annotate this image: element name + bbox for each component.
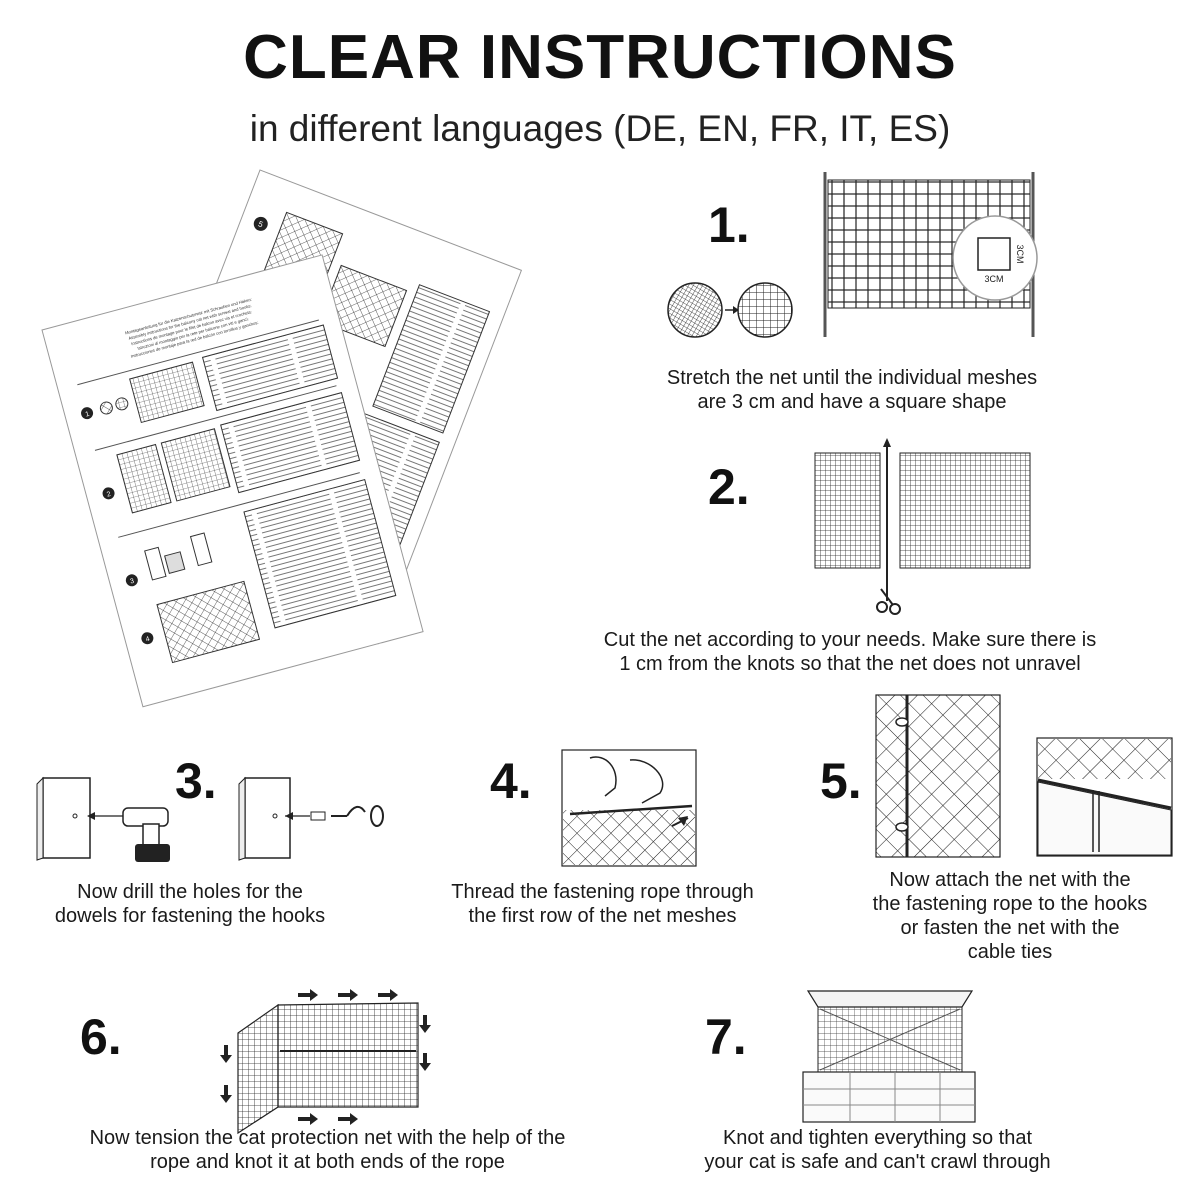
- step-7-balcony-illustration: [802, 990, 976, 1123]
- step-7-caption: Knot and tighten everything so that your…: [704, 1127, 1051, 1173]
- step-5-number: 5.: [820, 753, 862, 809]
- step-4-number: 4.: [490, 753, 532, 809]
- step-6-tension-net-illustration: [220, 989, 431, 1135]
- page-title: CLEAR INSTRUCTIONS: [243, 23, 957, 92]
- step-3-number: 3.: [175, 753, 217, 809]
- step-6-number: 6.: [80, 1009, 122, 1065]
- step-4-thread-rope-illustration: [561, 749, 697, 867]
- svg-text:2: 2: [106, 491, 112, 499]
- step-1-mesh-circles: [667, 282, 793, 338]
- svg-text:4: 4: [145, 636, 151, 644]
- step-3-caption: Now drill the holes for the dowels for f…: [54, 881, 326, 927]
- step-1-stretched-net: 3CM 3CM: [823, 172, 1038, 337]
- scissors-icon: [876, 583, 901, 615]
- step-4-caption: Thread the fastening rope through the fi…: [451, 881, 754, 927]
- hook-icon: [331, 805, 384, 827]
- step-5-attach-hooks-illustration: [875, 694, 1173, 858]
- step-7-number: 7.: [705, 1009, 747, 1065]
- step-2-cut-net: [814, 438, 1031, 615]
- step-3-drill-illustration: [36, 776, 384, 862]
- step-6-caption: Now tension the cat protection net with …: [89, 1127, 566, 1173]
- step-1-number: 1.: [708, 197, 750, 253]
- step-1-width-label: 3CM: [984, 274, 1003, 284]
- back-sheet-badge: 5: [257, 219, 265, 229]
- step-5-caption: Now attach the net with the the fastenin…: [872, 869, 1148, 963]
- svg-text:3: 3: [129, 578, 135, 586]
- svg-text:1: 1: [85, 411, 91, 419]
- hands-icon: [589, 756, 664, 804]
- step-1-caption: Stretch the net until the individual mes…: [666, 367, 1038, 413]
- step-2-caption: Cut the net according to your needs. Mak…: [603, 629, 1097, 675]
- front-sheet: Montageanleitung für die Katzenschutznet…: [41, 254, 424, 708]
- drill-icon: [122, 807, 170, 862]
- step-2-number: 2.: [708, 459, 750, 515]
- instruction-sheets-illustration: 5 Montageanleitung für die Katzenschutzn…: [41, 169, 523, 708]
- step-1-height-label: 3CM: [1015, 244, 1025, 263]
- page-subtitle: in different languages (DE, EN, FR, IT, …: [249, 108, 951, 149]
